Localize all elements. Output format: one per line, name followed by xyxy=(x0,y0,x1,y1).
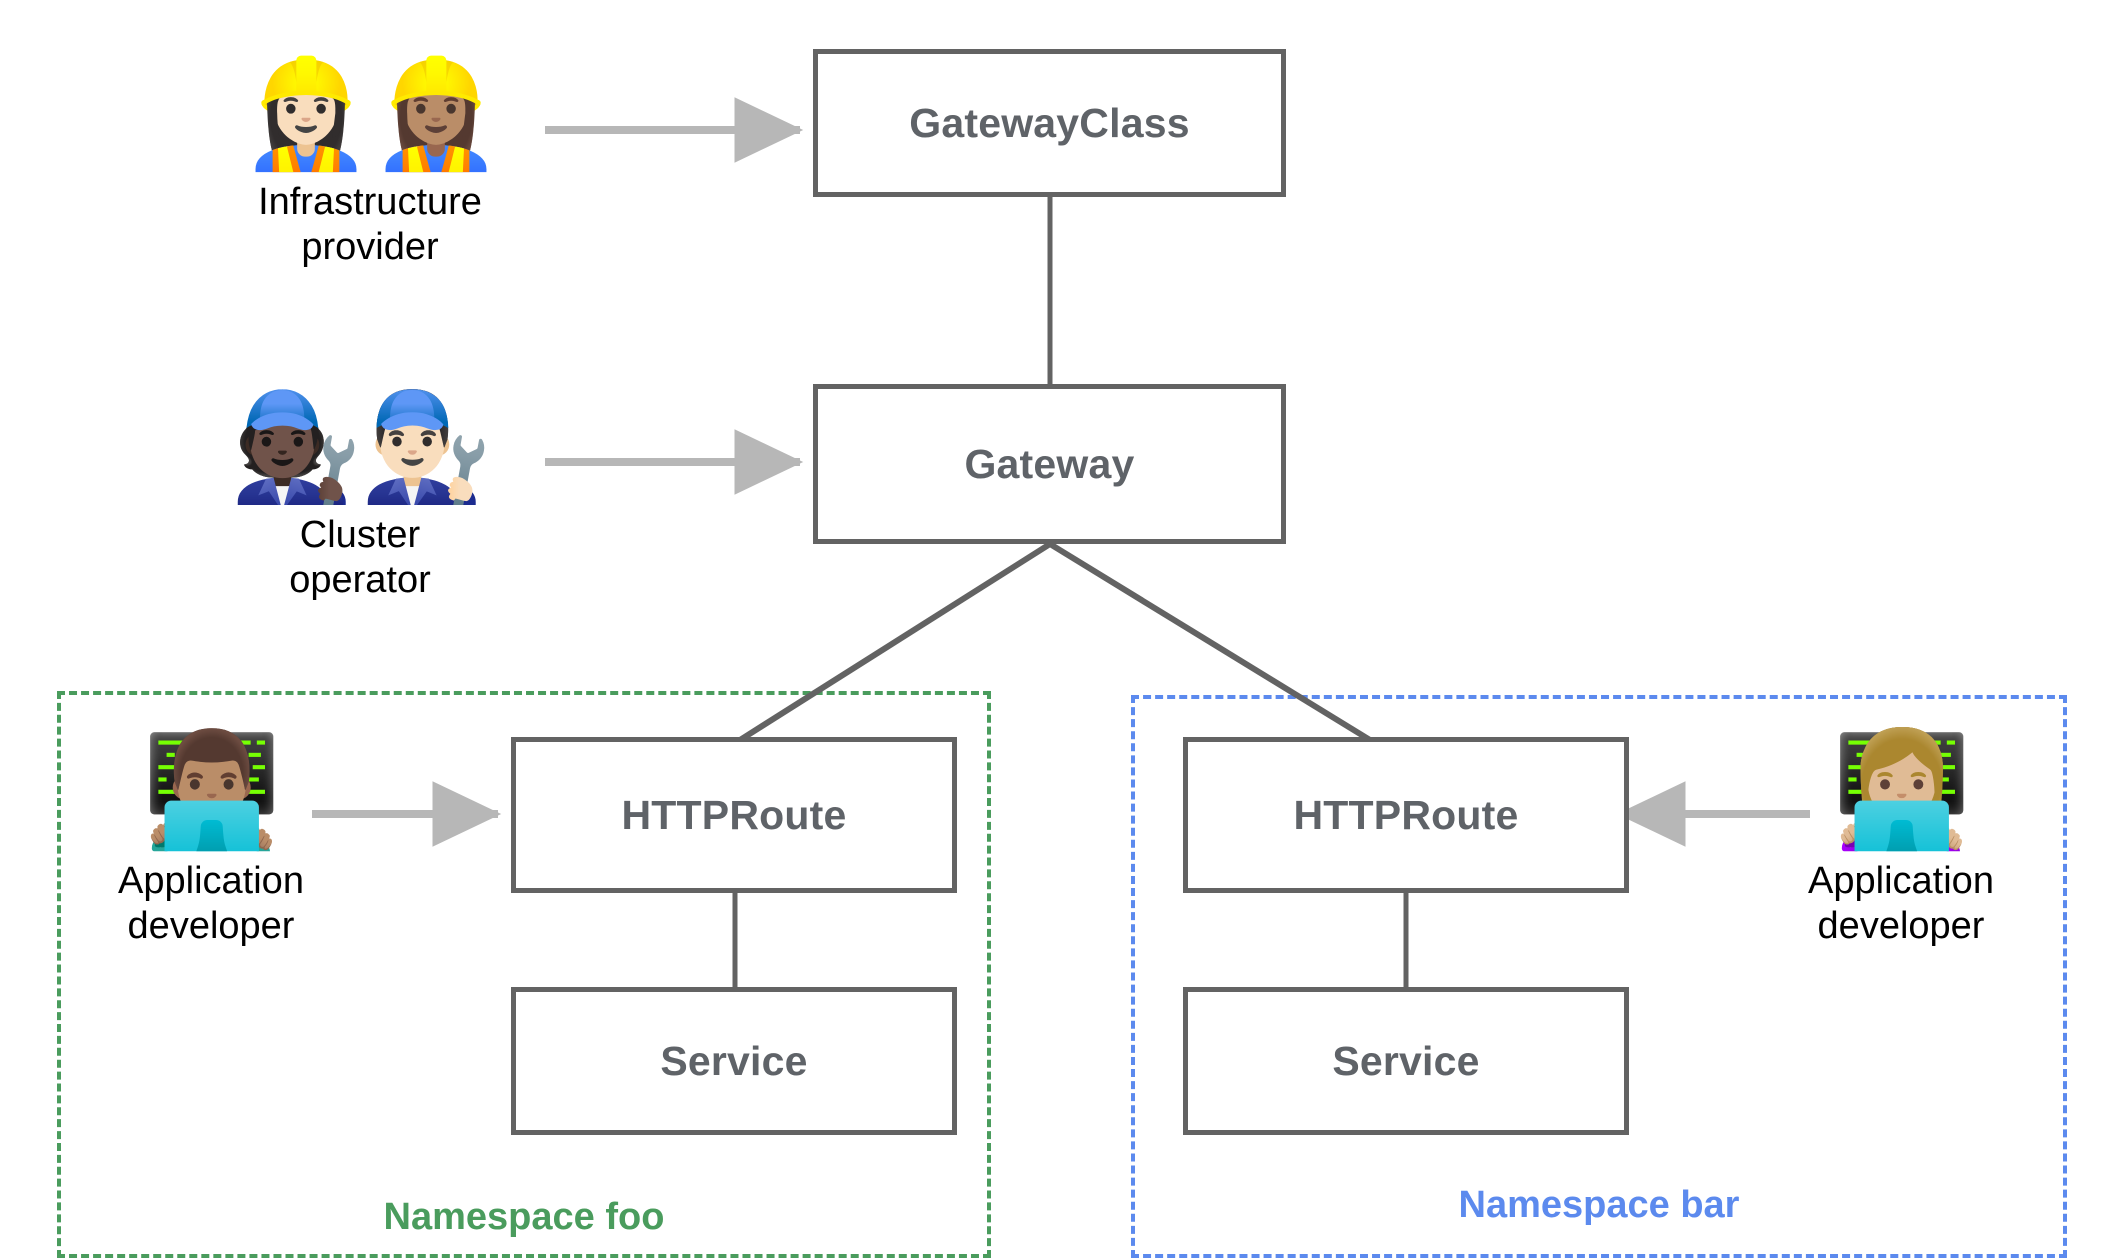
namespace-bar-boundary xyxy=(1131,695,2067,1258)
gatewayclass-label: GatewayClass xyxy=(909,99,1190,146)
actor-cluster-operator: 🧑🏿‍🔧👨🏻‍🔧 Cluster operator xyxy=(200,385,520,602)
httproute-foo-label: HTTPRoute xyxy=(621,791,847,838)
infrastructure-provider-icon: 👷🏻‍♀️👷🏽‍♀️ xyxy=(240,52,502,175)
resource-box-httproute-foo[interactable]: HTTPRoute xyxy=(511,737,957,893)
application-developer-foo-label: Application developer xyxy=(118,860,304,948)
resource-box-gatewayclass[interactable]: GatewayClass xyxy=(813,49,1286,197)
cluster-operator-label: Cluster operator xyxy=(289,513,431,601)
service-bar-label: Service xyxy=(1332,1037,1480,1084)
application-developer-foo-icon: 👨🏽‍💻 xyxy=(142,725,281,855)
service-foo-label: Service xyxy=(660,1037,808,1084)
infrastructure-provider-label: Infrastructure provider xyxy=(258,180,482,268)
application-developer-bar-label: Application developer xyxy=(1808,860,1994,948)
cluster-operator-icon: 🧑🏿‍🔧👨🏻‍🔧 xyxy=(230,385,492,508)
resource-box-service-bar[interactable]: Service xyxy=(1183,987,1629,1135)
application-developer-bar-icon: 👩🏼‍💻 xyxy=(1832,725,1971,855)
actor-infrastructure-provider: 👷🏻‍♀️👷🏽‍♀️ Infrastructure provider xyxy=(210,52,530,269)
namespace-foo-boundary xyxy=(57,691,991,1258)
resource-box-service-foo[interactable]: Service xyxy=(511,987,957,1135)
resource-box-httproute-bar[interactable]: HTTPRoute xyxy=(1183,737,1629,893)
namespace-bar-label: Namespace bar xyxy=(1458,1184,1740,1226)
resource-box-gateway[interactable]: Gateway xyxy=(813,384,1286,544)
actor-application-developer-bar: 👩🏼‍💻 Application developer xyxy=(1790,725,2012,949)
httproute-bar-label: HTTPRoute xyxy=(1293,791,1519,838)
namespace-foo-label: Namespace foo xyxy=(383,1196,665,1238)
gateway-label: Gateway xyxy=(964,440,1135,487)
actor-application-developer-foo: 👨🏽‍💻 Application developer xyxy=(100,725,322,949)
